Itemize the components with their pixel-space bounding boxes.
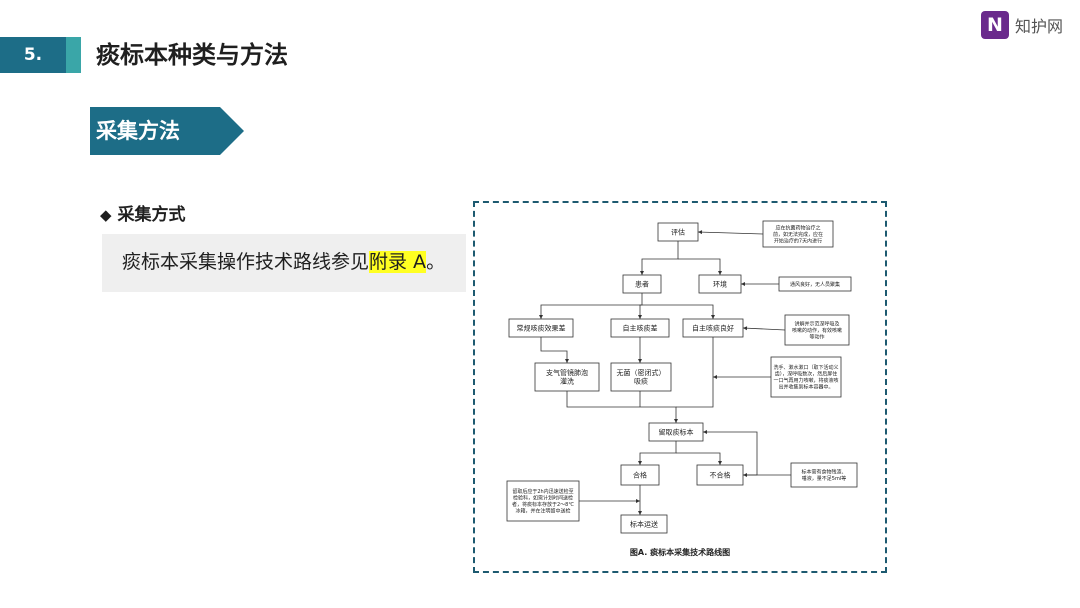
content-text-after: 。 [426, 251, 446, 273]
edge-lavage-retain-arrowhead [674, 419, 678, 423]
note-good_note-box [784, 314, 850, 346]
note-unqualified_note-label: 标本需有食物残渣、 [801, 469, 846, 476]
content-text-before: 痰标本采集操作技术路线参见 [122, 251, 370, 273]
edge-note-env-arrowhead [741, 282, 745, 286]
note-transport_note-label: 者，将痰标本存放于2～8℃ [512, 501, 574, 508]
logo-text: 知护网 [1015, 17, 1064, 36]
note-transport_note-label: 冰箱，并在注明留中送检 [515, 508, 570, 515]
appendix-link-highlight: 附录 A [369, 251, 427, 273]
logo-icon: N [981, 11, 1009, 39]
edge-note-transport-arrowhead [636, 499, 640, 503]
edge-patient-good-arrowhead [711, 315, 715, 319]
edge-patient-noself-arrowhead [638, 315, 642, 319]
node-bronch_lavage-label: 支气管镜肺泡 [546, 368, 588, 377]
section-number: 5. [0, 37, 66, 73]
diamond-bullet-icon: ◆ [100, 206, 112, 224]
edge-assess-patient-arrowhead [640, 271, 644, 275]
edge-retain-qualified-arrowhead [638, 461, 642, 465]
note-transport_note-label: 检验科，如需计划时间送检 [513, 495, 573, 502]
section-number-accent [66, 37, 81, 73]
note-good_note-label: 讲解并示范深呼吸及 [794, 320, 839, 327]
brand-logo: N 知护网 [981, 11, 1063, 39]
page-title: 痰标本种类与方法 [96, 41, 288, 69]
edge-retain-unqualified [676, 452, 721, 465]
node-sterile_suction-label: 吸痰 [634, 377, 648, 386]
bullet-heading: ◆ 采集方式 [100, 200, 186, 225]
note-rinse_note-label: 洗手、漱水漱口（取下活动义 [773, 364, 838, 371]
edge-note-unqualified-arrowhead [743, 473, 747, 477]
note-unqualified_note-box [790, 462, 858, 488]
note-rinse_note-label: 一口气再用力咳嗽，将痰液咳 [773, 377, 838, 384]
content-box: 痰标本采集操作技术路线参见附录 A。 [102, 234, 466, 292]
bullet-heading-text: 采集方式 [117, 205, 186, 225]
note-env_note-label: 通风良好，无人员聚集 [790, 281, 840, 288]
node-environment-label: 环境 [713, 279, 727, 288]
note-rinse_note-label: 齿），深呼吸数次，然后屏住 [775, 371, 838, 378]
edge-assess-environment-arrowhead [718, 271, 722, 275]
note-assess_note-label: 开始治疗的7天内进行 [774, 237, 822, 244]
node-qualified-label: 合格 [633, 470, 647, 479]
node-poor_cough-label: 常规咳痰效果差 [517, 323, 566, 332]
node-transport-box [620, 514, 668, 534]
edge-assess-patient [641, 241, 679, 275]
node-assess-label: 评估 [671, 227, 685, 236]
edge-patient-noself [639, 304, 642, 319]
edge-retain-qualified [639, 441, 677, 465]
edge-note-assess [697, 231, 764, 235]
edge-note-good-arrowhead [743, 326, 748, 331]
node-sterile_suction-label: 无菌（密闭式） [617, 368, 666, 377]
note-assess_note-label: 应在抗菌药物治疗之 [775, 224, 820, 231]
edge-patient-good [642, 304, 714, 319]
edge-lavage-retain [566, 391, 677, 423]
edge-patient-poor-arrowhead [539, 315, 543, 319]
note-assess_note-label: 前，如无法完成，应在 [773, 231, 823, 238]
note-good_note-label: 等动作 [809, 333, 824, 340]
edge-note-rinse-arrowhead [713, 375, 717, 379]
note-good_note-label: 咳嗽的动作，有效咳嗽 [792, 327, 842, 334]
ribbon-label: 采集方法 [96, 119, 180, 143]
note-unqualified_note-label: 唾液，量不足5ml等 [802, 475, 846, 482]
node-bronch_lavage-box [534, 362, 600, 392]
node-retain_sample-label: 留取痰标本 [659, 427, 694, 436]
flowchart-figure: 评估患者 环境常规咳痰效果差 自主咳痰差 自主咳痰良好支气管镜肺泡灌洗 无菌（密闭式）吸… [473, 201, 887, 573]
note-assess_note-box [762, 220, 834, 248]
node-transport-label: 标本运送 [630, 519, 658, 528]
edge-retain-unqualified-arrowhead [718, 461, 722, 465]
node-patient-label: 患者 [635, 279, 649, 288]
edge-good-join [676, 337, 714, 408]
edge-note-assess-arrowhead [698, 230, 703, 235]
edge-noself-suction-arrowhead [638, 359, 642, 363]
edge-qualified-transport-arrowhead [638, 511, 642, 515]
edge-poor-lavage [540, 337, 568, 363]
ribbon-banner [90, 107, 244, 155]
node-unqualified-label: 不合格 [710, 470, 731, 479]
note-transport_note-label: 留取后应于2h内迅速送检至 [512, 488, 573, 495]
edge-unqualified-retry-arrowhead [703, 430, 707, 434]
content-text: 痰标本采集操作技术路线参见附录 A。 [122, 234, 445, 292]
node-sterile_suction-box [610, 362, 672, 392]
note-rinse_note-label: 出并收集到标本容器中。 [778, 384, 833, 391]
note-rinse_note-box [770, 356, 842, 398]
edge-patient-poor [540, 293, 643, 319]
edge-poor-lavage-arrowhead [565, 359, 569, 363]
node-no_self_cough-label: 自主咳痰差 [623, 323, 658, 332]
edge-note-good [742, 327, 786, 331]
figure-caption: 图A. 痰标本采集技术路线图 [629, 548, 731, 557]
node-bronch_lavage-label: 灌洗 [560, 377, 574, 386]
edge-assess-environment [678, 258, 721, 275]
node-good_cough-label: 自主咳痰良好 [692, 323, 734, 332]
